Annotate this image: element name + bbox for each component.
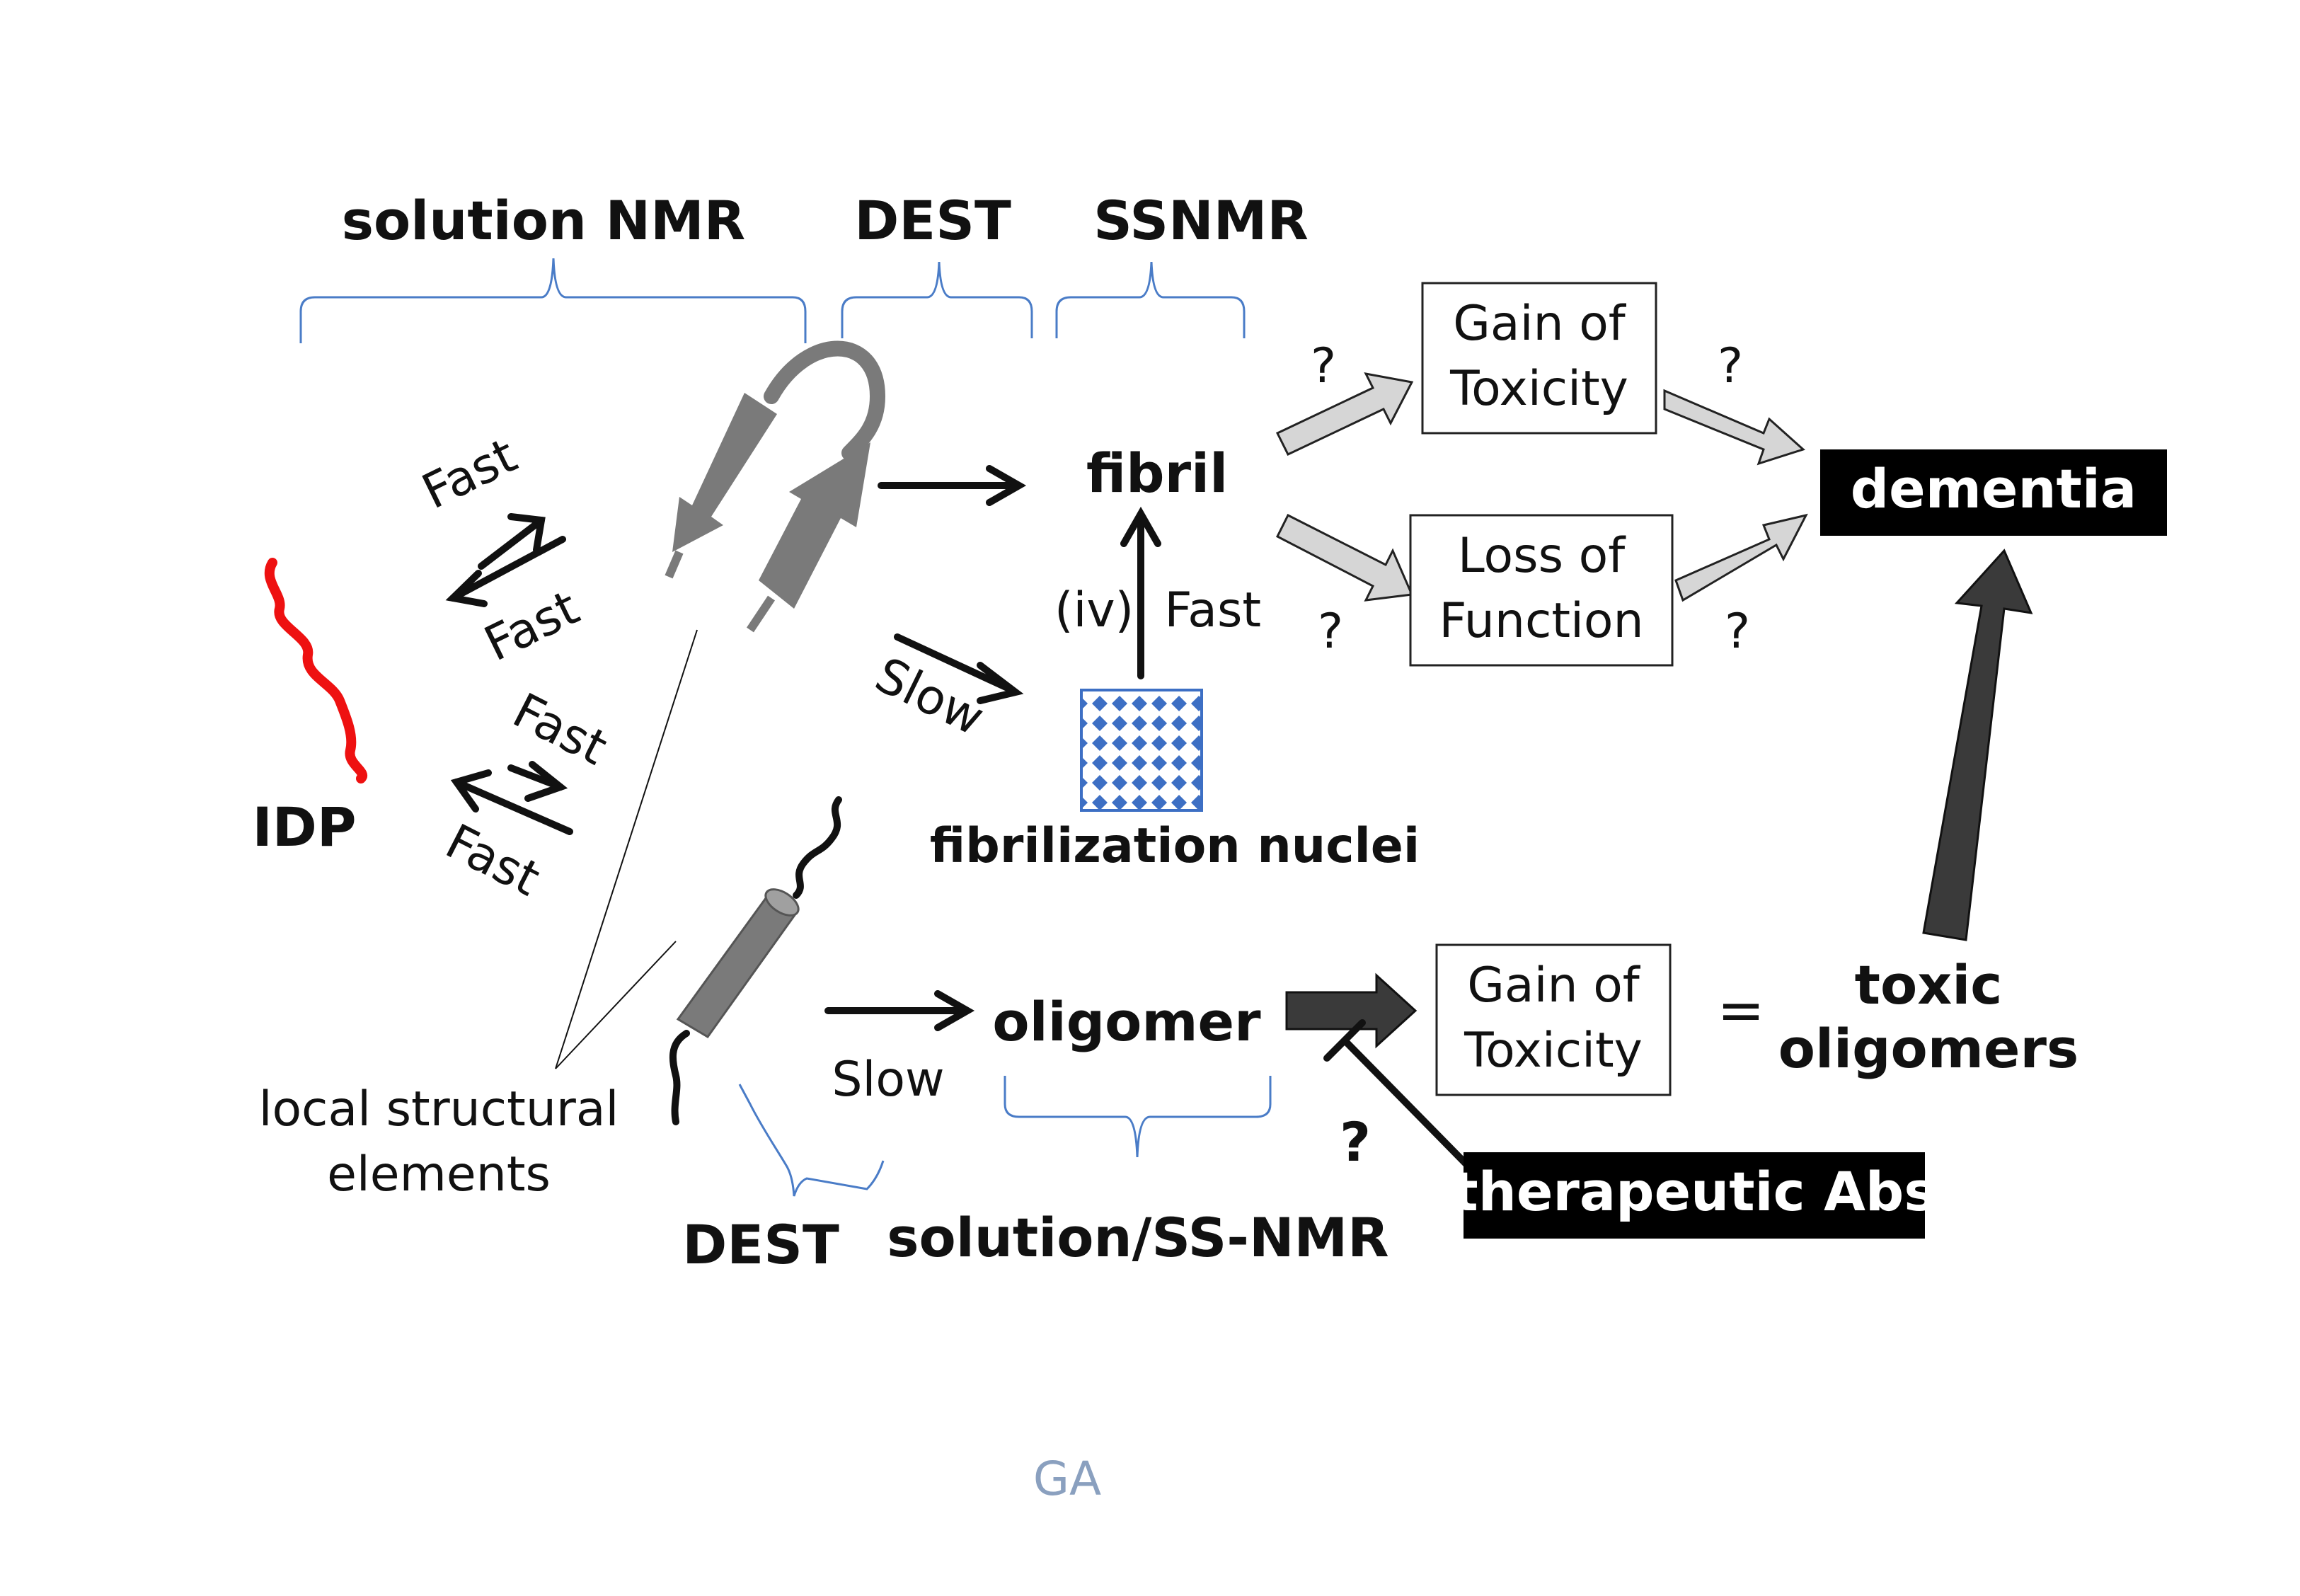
question-mark-1: ? bbox=[1311, 338, 1336, 394]
arrow-hairpin-to-fibril bbox=[878, 465, 1027, 506]
arrow-fast-back-lower bbox=[453, 779, 573, 835]
inhibition-bar bbox=[1323, 1019, 1366, 1062]
inhibition-shaft bbox=[1341, 1037, 1472, 1170]
bracket-dest-top bbox=[841, 261, 1033, 338]
gain-toxicity-bottom-line2: Toxicity bbox=[1464, 1023, 1643, 1079]
gain-toxicity-top-line2: Toxicity bbox=[1449, 361, 1628, 417]
box-gain-toxicity-top bbox=[1421, 282, 1657, 435]
oligomer-label: oligomer bbox=[992, 990, 1261, 1053]
rate-slow-fibril: Slow bbox=[867, 647, 993, 747]
strand-tail-2 bbox=[747, 595, 775, 633]
arrow-nuclei-to-fibril bbox=[1120, 506, 1161, 679]
arrow-helix-to-oligomer bbox=[824, 990, 975, 1031]
arrowhead-fast-forward-lower bbox=[524, 761, 568, 802]
block-arrow-fibril-gain bbox=[1275, 372, 1414, 456]
hairpin-loop bbox=[764, 340, 886, 461]
equilibrium-lower bbox=[450, 761, 573, 835]
arrow-hairpin-to-nuclei bbox=[894, 633, 1024, 704]
idp-label: IDP bbox=[252, 796, 356, 859]
strand-tail-1 bbox=[665, 550, 684, 579]
alpha-helix bbox=[669, 796, 842, 1125]
helix-cylinder bbox=[676, 893, 798, 1038]
bracket-solution-ss-nmr bbox=[1004, 1076, 1272, 1158]
arrow-fast-back-upper bbox=[449, 536, 566, 602]
header-solution-ss-nmr: solution/SS-NMR bbox=[887, 1206, 1388, 1269]
dark-arrow-to-dementia bbox=[1922, 549, 2033, 941]
box-gain-toxicity-bottom bbox=[1435, 943, 1672, 1096]
header-dest-bottom: DEST bbox=[682, 1213, 839, 1276]
pointer-to-hairpin bbox=[555, 629, 698, 1069]
question-mark-4: ? bbox=[1725, 604, 1750, 660]
pointer-to-helix bbox=[555, 941, 677, 1069]
equilibrium-upper bbox=[445, 513, 566, 607]
block-arrow-fibril-loss bbox=[1275, 513, 1414, 602]
pointer-lines bbox=[555, 629, 698, 1069]
header-dest-top: DEST bbox=[854, 189, 1011, 252]
question-mark-5: ? bbox=[1340, 1110, 1371, 1173]
inhibition-line bbox=[1323, 1019, 1472, 1170]
fibrilization-nuclei-block bbox=[1080, 689, 1203, 812]
gain-toxicity-bottom-line1: Gain of bbox=[1467, 958, 1641, 1014]
helix-tail-top bbox=[793, 796, 842, 899]
loss-function-line2: Function bbox=[1439, 593, 1643, 649]
header-ssnmr: SSNMR bbox=[1093, 189, 1309, 252]
equals-sign: = bbox=[1717, 977, 1764, 1043]
rate-iv-fast: (iv) Fast bbox=[1054, 582, 1261, 638]
rate-fast-4: Fast bbox=[437, 814, 548, 907]
arrowhead-fast-forward-upper bbox=[507, 513, 546, 553]
arrowhead-to-oligomer bbox=[934, 990, 975, 1031]
arrowhead-fast-back-lower bbox=[450, 769, 492, 813]
beta-strand-up bbox=[759, 442, 870, 609]
arrowhead-to-nuclei bbox=[977, 662, 1024, 704]
bracket-solution-nmr bbox=[299, 258, 807, 343]
beta-strand-down bbox=[672, 393, 777, 552]
block-arrow-loss-dementia bbox=[1674, 513, 1808, 602]
arrow-fast-forward-upper bbox=[478, 517, 545, 570]
toxic-oligomers-line1: toxic bbox=[1855, 953, 2003, 1016]
bracket-ssnmr bbox=[1055, 261, 1246, 338]
question-mark-2: ? bbox=[1318, 604, 1343, 660]
arrowhead-to-fibril bbox=[986, 465, 1027, 506]
dementia-label: dementia bbox=[1851, 457, 2137, 520]
helix-cap bbox=[764, 888, 800, 917]
therapeutic-abs-label: therapeutic Abs bbox=[1452, 1160, 1936, 1223]
gain-toxicity-top-line1: Gain of bbox=[1453, 296, 1627, 352]
footer-ga: GA bbox=[1033, 1452, 1101, 1506]
helix-tail-bottom bbox=[669, 1030, 690, 1125]
rate-fast-3: Fast bbox=[504, 683, 616, 776]
block-arrow-gain-dementia bbox=[1663, 389, 1805, 466]
fibril-label: fibril bbox=[1086, 442, 1228, 505]
local-structural-line2: elements bbox=[327, 1147, 551, 1202]
local-structural-line1: local structural bbox=[259, 1081, 619, 1137]
rate-slow-oligomer: Slow bbox=[832, 1052, 944, 1108]
dark-arrow-oligomer-gain bbox=[1285, 972, 1418, 1049]
rate-fast-2: Fast bbox=[476, 580, 587, 672]
top-brackets bbox=[299, 258, 1246, 343]
box-therapeutic-abs bbox=[1464, 1152, 1925, 1239]
rate-fast-1: Fast bbox=[414, 427, 525, 520]
question-mark-3: ? bbox=[1718, 338, 1743, 394]
bracket-dest-bottom bbox=[738, 1084, 885, 1197]
arrowhead-nuclei-fibril bbox=[1120, 506, 1161, 547]
toxic-oligomers-line2: oligomers bbox=[1778, 1017, 2078, 1080]
box-loss-function bbox=[1409, 514, 1674, 667]
fibrilization-nuclei-label: fibrilization nuclei bbox=[930, 818, 1420, 874]
arrow-shaft-to-nuclei bbox=[894, 633, 1016, 694]
idp-chain bbox=[264, 558, 367, 783]
arrowhead-fast-back-upper bbox=[445, 570, 488, 607]
beta-hairpin bbox=[665, 340, 886, 633]
box-dementia bbox=[1820, 449, 2167, 536]
header-solution-nmr: solution NMR bbox=[342, 189, 746, 252]
loss-function-line1: Loss of bbox=[1458, 528, 1626, 584]
